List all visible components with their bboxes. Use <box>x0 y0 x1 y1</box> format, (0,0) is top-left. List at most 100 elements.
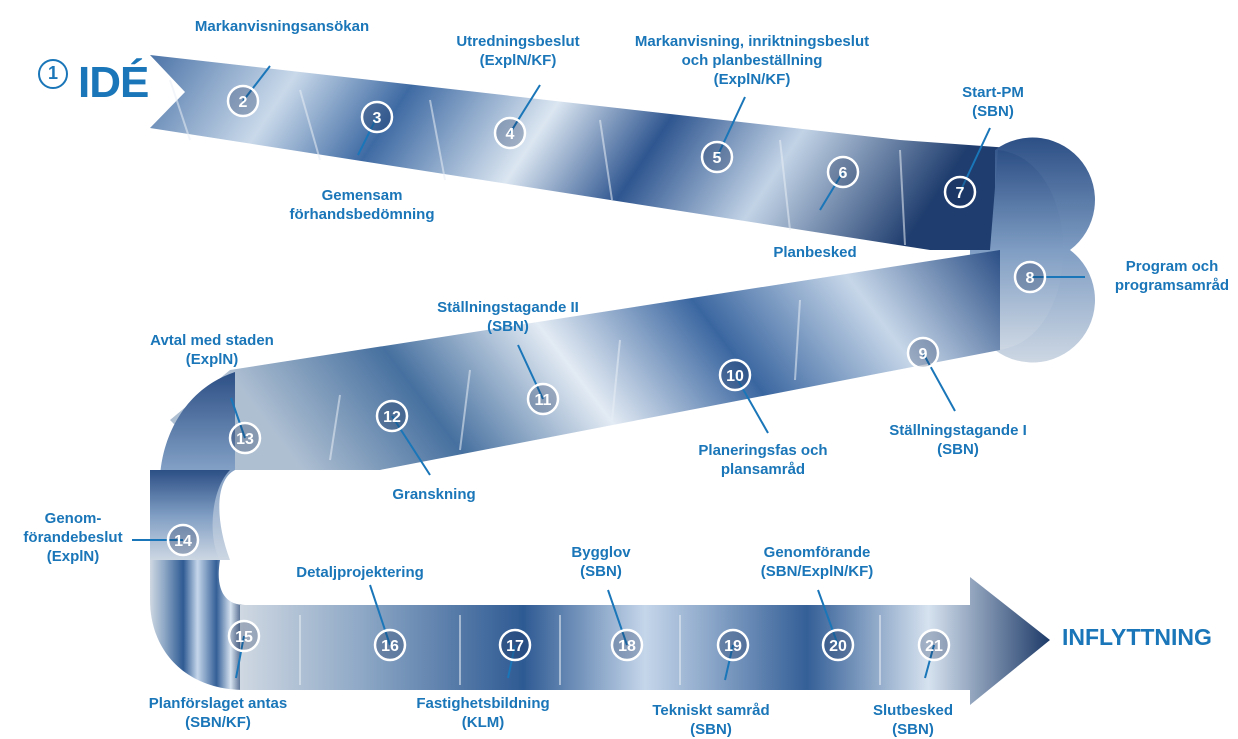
step-number-16: 16 <box>381 638 399 655</box>
step-number-12: 12 <box>383 409 401 426</box>
step-number-20: 20 <box>829 638 847 655</box>
step-label-17: Fastighetsbildning (KLM) <box>416 695 550 731</box>
leader-line-17 <box>507 644 516 679</box>
step-number-14: 14 <box>174 533 192 550</box>
leader-line-5 <box>716 96 746 158</box>
step-marker-8: 8 <box>1013 260 1047 294</box>
step-number-5: 5 <box>713 150 722 167</box>
leader-line-4 <box>509 84 541 134</box>
step-marker-10: 10 <box>718 358 752 392</box>
step-number-10: 10 <box>726 368 744 385</box>
step-circle-18 <box>610 628 644 662</box>
step-label-5: Markanvisning, inriktningsbeslut och pla… <box>634 33 870 88</box>
step-marker-5: 5 <box>700 140 734 174</box>
window-mullion <box>299 89 321 161</box>
step-circle-19 <box>716 628 750 662</box>
leader-line-2 <box>242 65 271 102</box>
step-number-6: 6 <box>839 165 848 182</box>
leader-line-3 <box>357 116 378 156</box>
step-label-10: Planeringsfas och plansamråd <box>698 442 828 478</box>
window-mullion <box>429 99 446 181</box>
step-label-4: Utredningsbeslut (ExplN/KF) <box>456 33 580 69</box>
leader-line-7 <box>959 127 991 193</box>
step-number-17: 17 <box>506 638 524 655</box>
step-marker-20: 20 <box>821 628 855 662</box>
step-number-7: 7 <box>956 185 965 202</box>
step-number-19: 19 <box>724 638 742 655</box>
step-circle-13 <box>228 421 262 455</box>
step-label-7: Start-PM (SBN) <box>962 84 1024 120</box>
leader-line-18 <box>607 589 628 646</box>
leader-line-9 <box>922 352 956 412</box>
step-circle-20 <box>821 628 855 662</box>
window-mullion <box>169 79 191 141</box>
step-label-21: Slutbesked (SBN) <box>872 702 954 738</box>
leader-line-10 <box>734 374 769 434</box>
step-marker-3: 3 <box>360 100 394 134</box>
step-number-8: 8 <box>1026 270 1035 287</box>
window-mullion <box>899 149 906 246</box>
leader-line-11 <box>517 344 544 400</box>
step-marker-2: 2 <box>226 84 260 118</box>
leader-line-16 <box>369 584 391 646</box>
leader-line-19 <box>724 644 734 681</box>
step-number-11: 11 <box>535 392 552 409</box>
step-circle-15 <box>227 619 261 653</box>
step-number-21: 21 <box>925 638 943 655</box>
step-marker-13: 13 <box>228 421 262 455</box>
step-marker-17: 17 <box>498 628 532 662</box>
step-label-9: Ställningstagande I (SBN) <box>889 422 1027 458</box>
step-marker-15: 15 <box>227 619 261 653</box>
end-label: INFLYTTNING <box>1062 624 1212 650</box>
leader-line-15 <box>235 635 245 679</box>
step-label-8: Program och programsamråd <box>1114 258 1230 294</box>
step-marker-7: 7 <box>943 175 977 209</box>
step-label-13: Avtal med staden (ExplN) <box>150 332 274 368</box>
window-mullion <box>779 139 791 231</box>
step-circle-8 <box>1013 260 1047 294</box>
step-label-12: Granskning <box>392 486 476 503</box>
step-label-11: Ställningstagande II (SBN) <box>437 299 579 335</box>
step-number-2: 2 <box>239 94 248 111</box>
step-marker-18: 18 <box>610 628 644 662</box>
step-label-18: Bygglov (SBN) <box>571 544 631 580</box>
step-circle-10 <box>718 358 752 392</box>
start-number-badge: 1 <box>38 59 68 89</box>
step-circle-14 <box>166 523 200 557</box>
step-circle-12 <box>375 399 409 433</box>
step-circle-9 <box>906 336 940 370</box>
step-number-15: 15 <box>235 629 253 646</box>
step-marker-9: 9 <box>906 336 940 370</box>
step-circle-17 <box>498 628 532 662</box>
leader-line-12 <box>391 415 431 476</box>
step-circle-3 <box>360 100 394 134</box>
step-marker-12: 12 <box>375 399 409 433</box>
step-label-19: Tekniskt samråd (SBN) <box>652 702 770 738</box>
step-number-9: 9 <box>919 346 928 363</box>
window-mullion <box>459 369 471 451</box>
step-number-13: 13 <box>236 431 254 448</box>
step-label-2: Markanvisningsansökan <box>194 18 370 35</box>
window-mullion <box>611 339 621 421</box>
step-label-3: Gemensam förhandsbedömning <box>289 187 435 223</box>
step-circle-11 <box>526 382 560 416</box>
step-circle-7 <box>943 175 977 209</box>
step-circle-2 <box>226 84 260 118</box>
step-number-4: 4 <box>506 126 515 143</box>
step-marker-4: 4 <box>493 116 527 150</box>
step-label-16: Detaljprojektering <box>296 564 424 581</box>
leader-line-6 <box>819 171 844 211</box>
leader-line-20 <box>817 589 839 646</box>
window-mullion <box>329 394 341 461</box>
step-marker-11: 11 <box>526 382 560 416</box>
step-circle-5 <box>700 140 734 174</box>
step-number-18: 18 <box>618 638 636 655</box>
step-marker-19: 19 <box>716 628 750 662</box>
window-mullion <box>599 119 613 201</box>
start-label: IDÉ <box>78 58 149 107</box>
step-circle-21 <box>917 628 951 662</box>
window-mullion <box>794 299 801 381</box>
step-circle-4 <box>493 116 527 150</box>
